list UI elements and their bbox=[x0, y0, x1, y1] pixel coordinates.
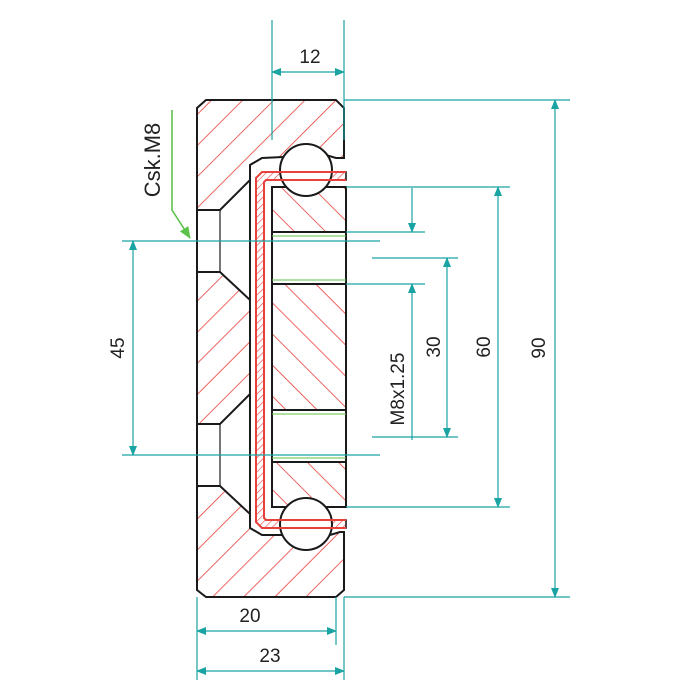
dimension-base-width: 20 bbox=[196, 597, 337, 680]
ball-bearing-bottom bbox=[279, 497, 333, 551]
label-middle-span: 60 bbox=[474, 336, 495, 357]
label-top-width: 12 bbox=[299, 47, 320, 68]
countersink-leader: Csk.M8 bbox=[140, 110, 191, 239]
label-base-width: 20 bbox=[239, 606, 260, 627]
dimension-thread: M8x1.25 bbox=[346, 188, 425, 440]
dimension-middle-span: 60 bbox=[346, 186, 510, 508]
label-hole-pitch: 45 bbox=[108, 337, 129, 358]
label-countersink: Csk.M8 bbox=[140, 123, 165, 198]
label-inner-span: 30 bbox=[424, 336, 445, 357]
outer-member bbox=[196, 99, 345, 598]
ball-bearing-top bbox=[279, 143, 333, 197]
inner-member bbox=[271, 186, 347, 508]
dimension-inner-span: 30 bbox=[372, 257, 458, 438]
dimension-hole-pitch: 45 bbox=[108, 240, 380, 456]
label-thread: M8x1.25 bbox=[388, 353, 409, 426]
label-overall-height: 90 bbox=[529, 337, 550, 358]
dimension-overall-height: 90 bbox=[344, 99, 570, 598]
label-overall-width: 23 bbox=[259, 646, 280, 667]
dimension-top-width: 12 bbox=[271, 20, 345, 140]
dimension-overall-width: 23 bbox=[196, 597, 345, 680]
